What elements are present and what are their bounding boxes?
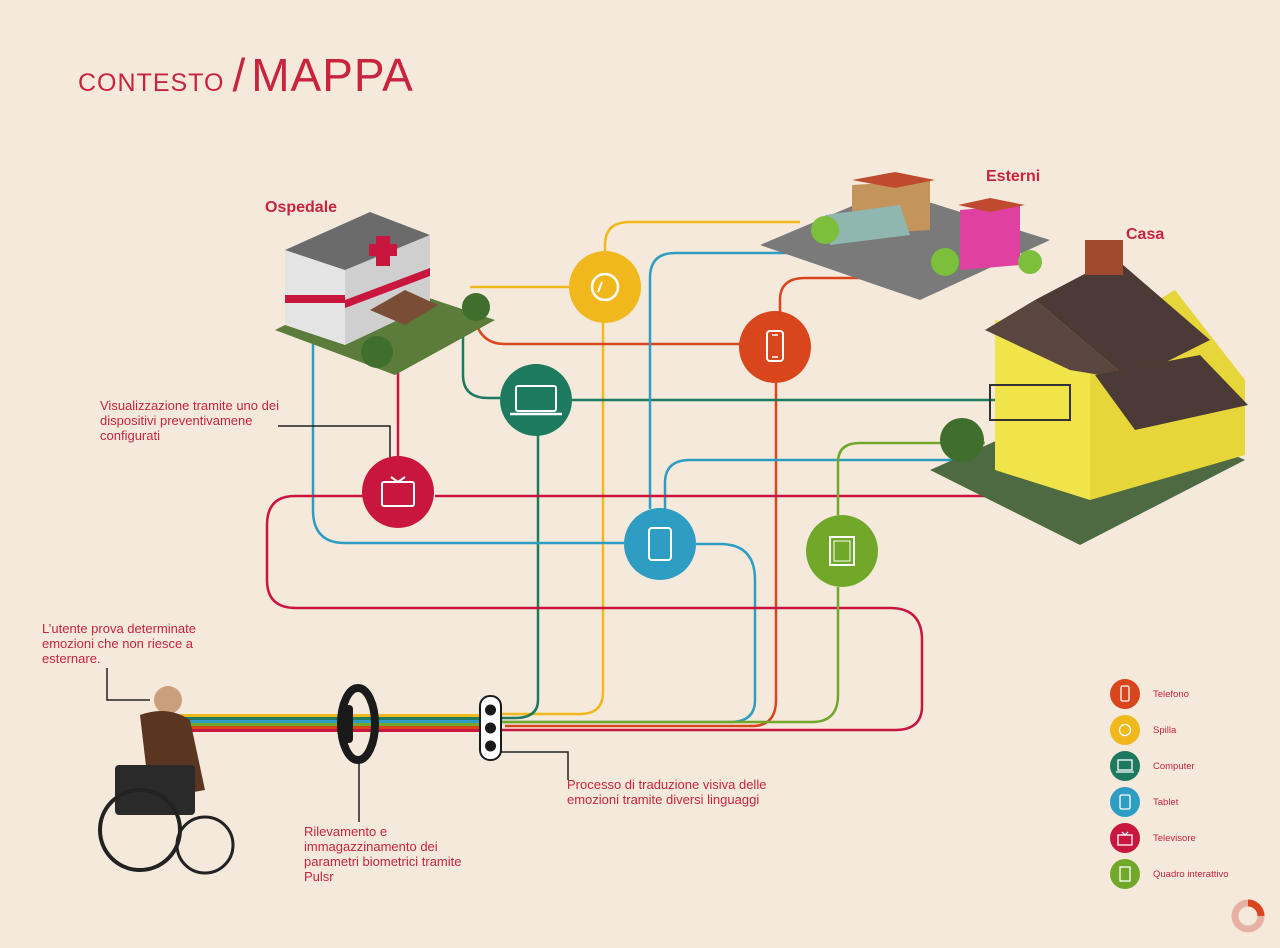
- legend-label-tablet: Tablet: [1153, 796, 1179, 808]
- legend-item-computer: Computer: [1110, 748, 1229, 784]
- label-home: Casa: [1126, 226, 1165, 243]
- tablet-icon: [648, 527, 672, 561]
- legend-label-pin: Spilla: [1153, 724, 1177, 736]
- hospital-building: [275, 212, 495, 375]
- legend-item-frame: Quadro interattivo: [1110, 856, 1229, 892]
- node-tablet: [624, 508, 696, 580]
- frame-icon: [829, 536, 855, 566]
- legend-item-phone: Telefono: [1110, 676, 1229, 712]
- label-hospital: Ospedale: [265, 199, 338, 216]
- logo-ring-icon: [1231, 899, 1265, 933]
- title-context: CONTESTO: [78, 69, 225, 97]
- label-outdoors: Esterni: [986, 168, 1041, 185]
- phone-icon: [766, 330, 784, 362]
- phone-icon: [1110, 679, 1140, 709]
- legend-label-phone: Telefono: [1153, 688, 1189, 700]
- node-computer: [500, 364, 572, 436]
- legend-item-tablet: Tablet: [1110, 784, 1229, 820]
- note-translation: Processo di traduzione visiva delle emoz…: [567, 777, 767, 807]
- home-building: [930, 240, 1248, 545]
- node-tv: [362, 456, 434, 528]
- pulsr-bracelet: [337, 684, 379, 764]
- legend: Telefono Spilla Computer Tablet Televiso…: [1110, 676, 1229, 892]
- computer-icon: [515, 385, 557, 412]
- legend-label-computer: Computer: [1153, 760, 1195, 772]
- legend-item-tv: Televisore: [1110, 820, 1229, 856]
- translation-processor: [479, 695, 502, 761]
- signal-bundle: [180, 714, 480, 732]
- user-wheelchair: [98, 686, 235, 875]
- frame-icon: [1110, 859, 1140, 889]
- title-map: MAPPA: [251, 49, 414, 101]
- computer-icon: [1110, 751, 1140, 781]
- legend-item-pin: Spilla: [1110, 712, 1229, 748]
- pin-icon: [590, 272, 620, 302]
- legend-label-tv: Televisore: [1153, 832, 1196, 844]
- tablet-icon: [1110, 787, 1140, 817]
- title-separator: /: [232, 49, 246, 101]
- pin-icon: [1110, 715, 1140, 745]
- legend-label-frame: Quadro interattivo: [1153, 868, 1229, 880]
- node-pin: [569, 251, 641, 323]
- note-sensor: Rilevamento e immagazzinamento dei param…: [304, 824, 462, 884]
- tv-icon: [1110, 823, 1140, 853]
- note-display: Visualizzazione tramite uno dei disposit…: [100, 398, 279, 443]
- node-frame: [806, 515, 878, 587]
- note-user: L’utente prova determinate emozioni che …: [42, 621, 196, 666]
- page-title: CONTESTO/MAPPA: [78, 48, 414, 102]
- outdoors-buildings: [760, 172, 1050, 300]
- node-phone: [739, 311, 811, 383]
